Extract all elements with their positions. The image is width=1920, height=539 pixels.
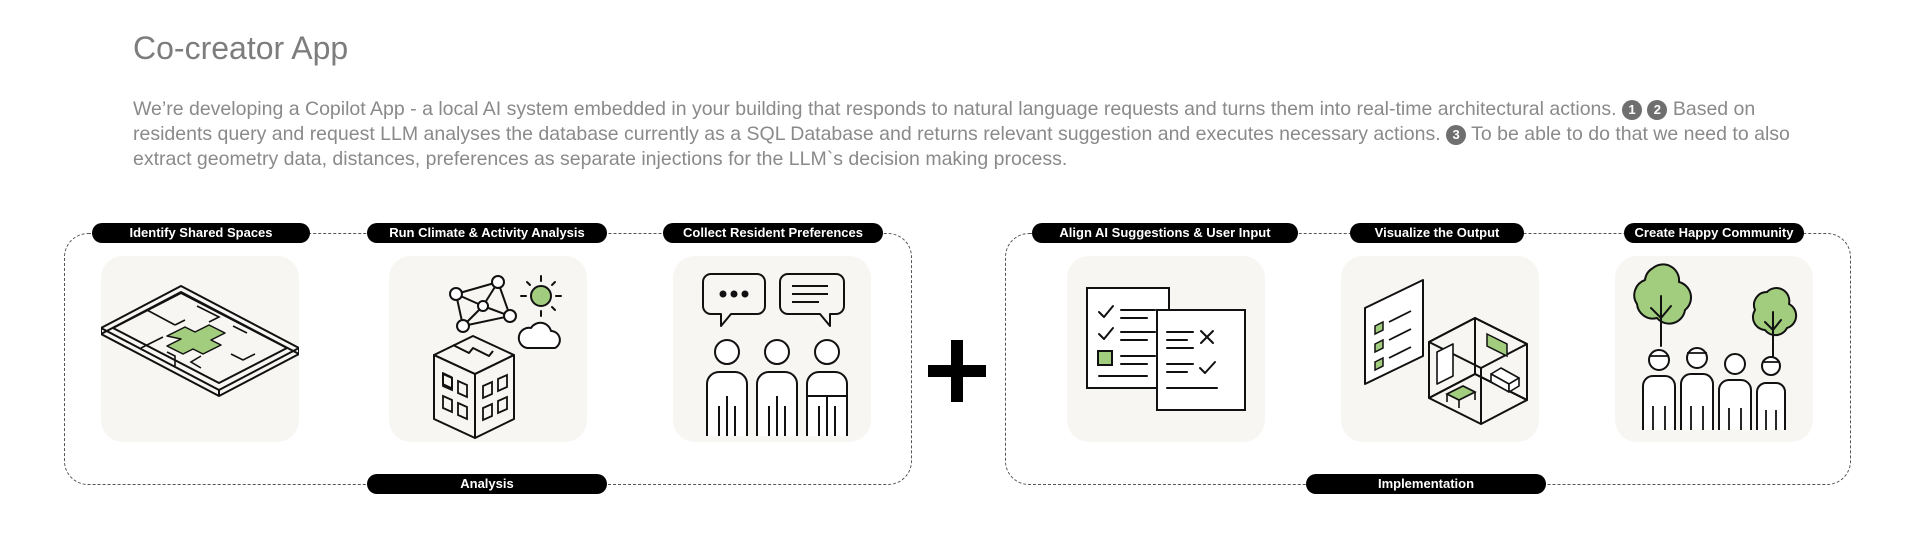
group-label-analysis: Analysis bbox=[367, 474, 607, 494]
step-number-badge-3: 3 bbox=[1446, 125, 1467, 145]
page-title: Co-creator App bbox=[133, 30, 349, 66]
step-label-identify-shared-spaces: Identify Shared Spaces bbox=[92, 223, 310, 243]
description-part-2: Based on residents query and request LLM… bbox=[133, 98, 1756, 145]
community-trees-icon bbox=[1633, 263, 1798, 430]
step-number-badge-1: 1 bbox=[1622, 100, 1642, 120]
step-label-happy-community: Create Happy Community bbox=[1624, 223, 1804, 243]
tile-align-ai-suggestions bbox=[1067, 256, 1265, 442]
description-paragraph: We’re developing a Copilot App - a local… bbox=[133, 97, 1833, 172]
step-label-resident-preferences: Collect Resident Preferences bbox=[663, 223, 883, 243]
step-label-visualize-output: Visualize the Output bbox=[1350, 223, 1524, 243]
tile-happy-community bbox=[1615, 256, 1813, 442]
description-part-1: We’re developing a Copilot App - a local… bbox=[133, 98, 1617, 120]
step-label-align-ai-suggestions: Align AI Suggestions & User Input bbox=[1032, 223, 1298, 243]
tile-visualize-output bbox=[1341, 256, 1539, 442]
tile-resident-preferences bbox=[673, 256, 871, 442]
tile-climate-activity-analysis bbox=[389, 256, 587, 442]
step-number-badge-2: 2 bbox=[1647, 100, 1668, 120]
floorplan-icon bbox=[101, 285, 299, 397]
description-part-3: To be able to do that we need to also ex… bbox=[133, 123, 1790, 170]
group-label-implementation: Implementation bbox=[1306, 474, 1546, 494]
tile-identify-shared-spaces bbox=[101, 256, 299, 442]
step-label-climate-activity-analysis: Run Climate & Activity Analysis bbox=[367, 223, 607, 243]
plus-icon bbox=[928, 340, 986, 402]
residents-chat-icon bbox=[702, 273, 848, 436]
building-climate-icon bbox=[433, 275, 562, 439]
isometric-room-icon bbox=[1364, 279, 1528, 425]
checklist-documents-icon bbox=[1086, 287, 1246, 411]
